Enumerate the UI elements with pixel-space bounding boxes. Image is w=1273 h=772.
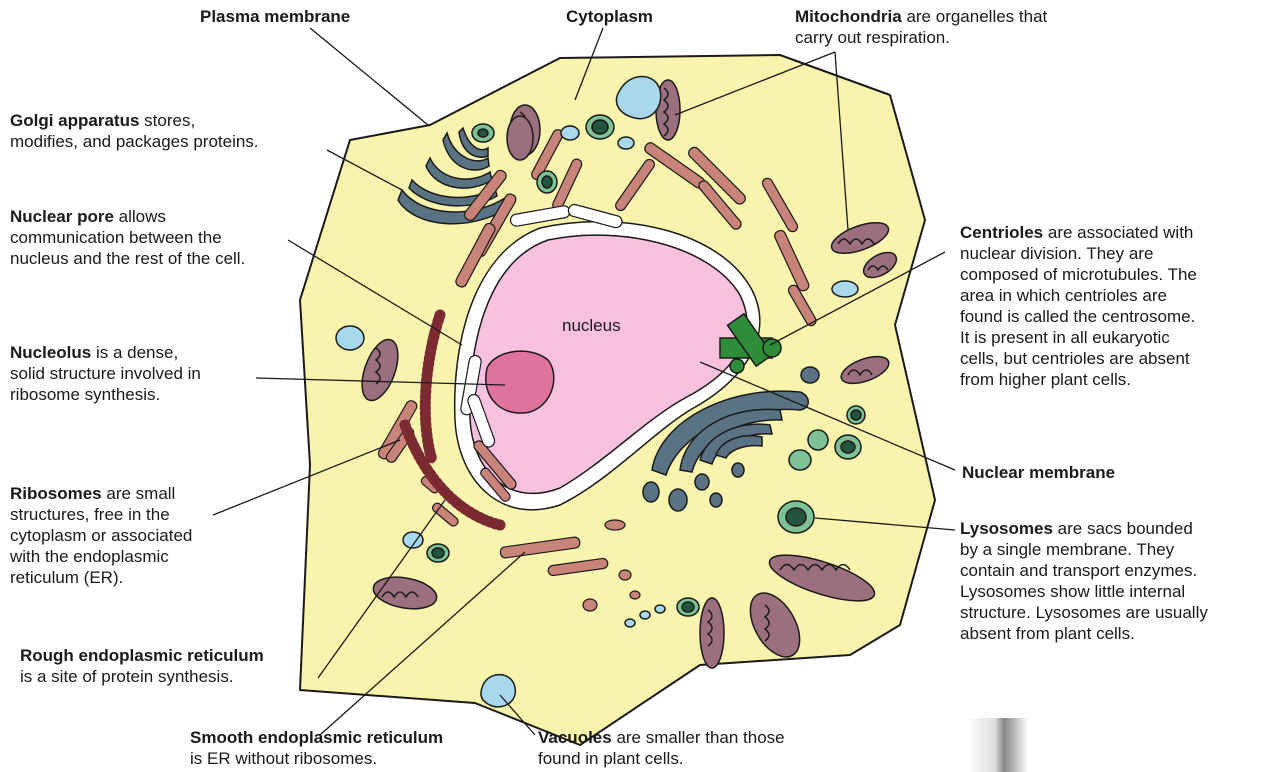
label-nuclear-membrane: Nuclear membrane xyxy=(962,462,1115,483)
leader-plasma-membrane xyxy=(310,28,428,125)
label-smooth-er: Smooth endoplasmic reticulum is ER witho… xyxy=(190,727,443,769)
label-lysosomes-line3: contain and transport enzymes. xyxy=(960,561,1197,580)
label-ribosomes-text: are small xyxy=(102,484,176,503)
lysosome xyxy=(847,406,865,424)
label-rough-er-title: Rough endoplasmic reticulum xyxy=(20,646,264,665)
label-vacuoles-text: are smaller than those xyxy=(612,728,785,747)
lysosome xyxy=(677,598,699,616)
lysosome xyxy=(537,171,557,193)
lysosome xyxy=(835,435,861,459)
label-lysosomes-title: Lysosomes xyxy=(960,519,1053,538)
label-nucleolus-text: is a dense, xyxy=(91,343,178,362)
label-cytoplasm: Cytoplasm xyxy=(566,6,653,27)
label-rough-er: Rough endoplasmic reticulum is a site of… xyxy=(20,645,264,687)
label-nucleolus-line3: ribosome synthesis. xyxy=(10,385,160,404)
label-vacuoles: Vacuoles are smaller than those found in… xyxy=(538,727,785,769)
lysosome xyxy=(789,450,811,470)
label-centrioles-line5: found is called the centrosome. xyxy=(960,307,1195,326)
label-ribosomes-title: Ribosomes xyxy=(10,484,102,503)
label-nucleolus: Nucleolus is a dense, solid structure in… xyxy=(10,342,201,405)
label-centrioles: Centrioles are associated with nuclear d… xyxy=(960,222,1197,390)
label-mitochondria: Mitochondria are organelles that carry o… xyxy=(795,6,1047,48)
lysosome xyxy=(808,430,828,450)
label-nuclear-pore-line2: communication between the xyxy=(10,228,222,247)
label-centrioles-title: Centrioles xyxy=(960,223,1043,242)
vacuole xyxy=(625,619,635,627)
label-golgi: Golgi apparatus stores, modifies, and pa… xyxy=(10,110,259,152)
label-lysosomes-line6: absent from plant cells. xyxy=(960,624,1135,643)
label-centrioles-line6: It is present in all eukaryotic xyxy=(960,328,1170,347)
label-vacuoles-line2: found in plant cells. xyxy=(538,749,684,768)
label-nuclear-pore-line3: nucleus and the rest of the cell. xyxy=(10,249,245,268)
label-vacuoles-title: Vacuoles xyxy=(538,728,612,747)
label-mitochondria-text: are organelles that xyxy=(902,7,1048,26)
label-lysosomes: Lysosomes are sacs bounded by a single m… xyxy=(960,518,1208,644)
vacuole xyxy=(618,137,634,149)
label-centrioles-line3: composed of microtubules. The xyxy=(960,265,1197,284)
label-nucleolus-title: Nucleolus xyxy=(10,343,91,362)
label-ribosomes: Ribosomes are small structures, free in … xyxy=(10,483,192,588)
label-golgi-line2: modifies, and packages proteins. xyxy=(10,132,259,151)
label-ribosomes-line2: structures, free in the xyxy=(10,505,170,524)
label-smooth-er-line2: is ER without ribosomes. xyxy=(190,749,377,768)
label-nuclear-pore-title: Nuclear pore xyxy=(10,207,114,226)
nucleolus xyxy=(486,351,554,413)
label-rough-er-line2: is a site of protein synthesis. xyxy=(20,667,234,686)
label-centrioles-line8: from higher plant cells. xyxy=(960,370,1131,389)
label-lysosomes-text: are sacs bounded xyxy=(1053,519,1193,538)
label-cytoplasm-title: Cytoplasm xyxy=(566,7,653,26)
label-nucleolus-line2: solid structure involved in xyxy=(10,364,201,383)
label-plasma-membrane-title: Plasma membrane xyxy=(200,7,350,26)
vacuole xyxy=(481,675,515,707)
vacuole xyxy=(655,605,665,613)
nucleus-label: nucleus xyxy=(562,316,621,336)
lysosome xyxy=(586,115,614,139)
label-centrioles-line7: cells, but centrioles are absent xyxy=(960,349,1190,368)
label-smooth-er-title: Smooth endoplasmic reticulum xyxy=(190,728,443,747)
lysosome xyxy=(472,124,494,142)
page-corner-shadow xyxy=(968,718,1028,772)
label-lysosomes-line2: by a single membrane. They xyxy=(960,540,1174,559)
mitochondrion xyxy=(700,598,724,668)
label-nuclear-pore: Nuclear pore allows communication betwee… xyxy=(10,206,245,269)
vacuole xyxy=(640,611,650,619)
lysosome xyxy=(778,501,814,533)
label-mitochondria-line2: carry out respiration. xyxy=(795,28,950,47)
label-plasma-membrane: Plasma membrane xyxy=(200,6,350,27)
label-lysosomes-line5: structure. Lysosomes are usually xyxy=(960,603,1208,622)
vacuole xyxy=(336,326,364,350)
label-nuclear-membrane-title: Nuclear membrane xyxy=(962,463,1115,482)
label-centrioles-line2: nuclear division. They are xyxy=(960,244,1153,263)
label-ribosomes-line3: cytoplasm or associated xyxy=(10,526,192,545)
label-nuclear-pore-text: allows xyxy=(114,207,166,226)
label-lysosomes-line4: Lysosomes show little internal xyxy=(960,582,1185,601)
label-golgi-title: Golgi apparatus xyxy=(10,111,139,130)
label-ribosomes-line5: reticulum (ER). xyxy=(10,568,123,587)
mitochondrion xyxy=(507,116,533,160)
lysosome xyxy=(427,544,449,562)
label-centrioles-line4: area in which centrioles are xyxy=(960,286,1167,305)
vacuole xyxy=(561,126,579,140)
label-mitochondria-title: Mitochondria xyxy=(795,7,902,26)
vacuole xyxy=(832,281,858,297)
label-ribosomes-line4: with the endoplasmic xyxy=(10,547,169,566)
label-golgi-text: stores, xyxy=(139,111,195,130)
label-centrioles-text: are associated with xyxy=(1043,223,1193,242)
